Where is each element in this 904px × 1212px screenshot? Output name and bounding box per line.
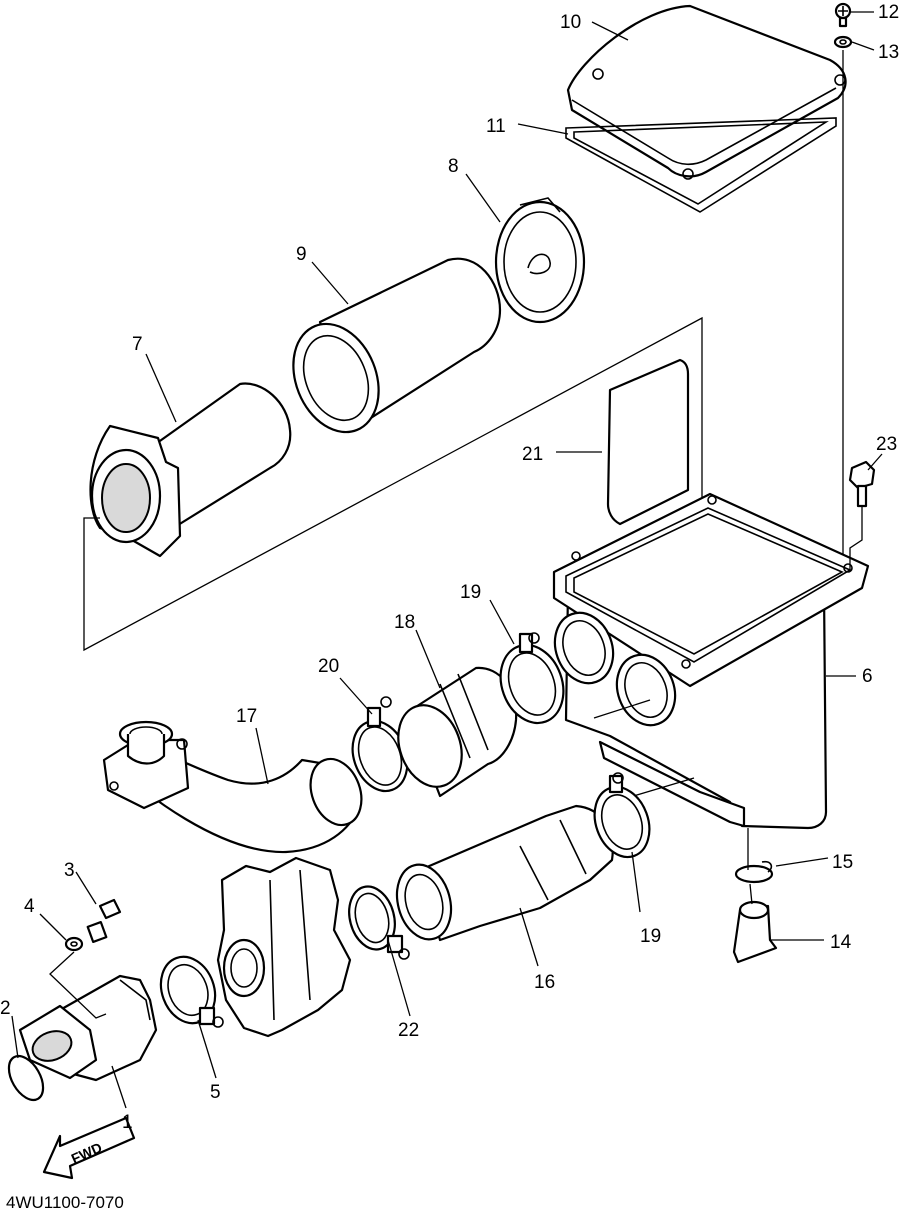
- part-8-element-cap: [494, 197, 586, 324]
- callout-19-lower: 19: [640, 926, 661, 947]
- part-14-drain-pipe: [732, 900, 778, 964]
- part-21-plate: [606, 358, 690, 526]
- callout-19-upper: 19: [460, 582, 481, 603]
- callout-4: 4: [24, 896, 35, 917]
- part-7-element-guide: [89, 382, 292, 558]
- callout-1: 1: [122, 1112, 133, 1133]
- part-19-hose-clamp-lower: [593, 772, 651, 859]
- part-10-air-box-cover: [566, 4, 847, 180]
- callout-7: 7: [132, 334, 143, 355]
- part-1-carburetor-joint: [18, 974, 158, 1082]
- part-18-joint: [397, 666, 518, 798]
- fwd-arrow-icon: FWD: [42, 1116, 136, 1180]
- callout-11: 11: [486, 116, 506, 137]
- alignment-line-bolt: [849, 506, 863, 570]
- callout-23: 23: [876, 434, 897, 455]
- callout-2: 2: [0, 998, 11, 1019]
- part-2-o-ring: [7, 1054, 45, 1102]
- callout-labels: 10 12 13 11 8 9 7 21 23 19 18 20 6 17 15…: [0, 2, 899, 1133]
- callout-13: 13: [878, 42, 899, 63]
- callout-9: 9: [296, 244, 307, 265]
- part-11-cover-gasket: [565, 117, 837, 213]
- diagram-code: 4WU1100-7070: [6, 1193, 124, 1212]
- callout-14: 14: [830, 932, 852, 953]
- callout-21: 21: [522, 444, 543, 465]
- callout-6: 6: [862, 666, 873, 687]
- part-22-hose-clamp: [348, 885, 410, 960]
- callout-12: 12: [878, 2, 899, 23]
- callout-20: 20: [318, 656, 339, 677]
- part-16-intake-joint-lower: [395, 804, 614, 942]
- part-9-air-filter-element: [292, 257, 502, 434]
- callout-15: 15: [832, 852, 853, 873]
- callout-10: 10: [560, 12, 581, 33]
- alignment-line-drain: [747, 828, 753, 905]
- callout-5: 5: [210, 1082, 221, 1103]
- part-3-screw: [86, 898, 122, 944]
- part-4-washer: [64, 936, 84, 952]
- group-bracket-filter: [83, 316, 703, 652]
- engine-block-reference: [216, 856, 352, 1038]
- part-19-hose-clamp-upper: [499, 632, 565, 725]
- callout-3: 3: [64, 860, 75, 881]
- callout-18: 18: [394, 612, 415, 633]
- callout-22: 22: [398, 1020, 419, 1041]
- part-17-intake-duct: [102, 720, 363, 854]
- leader-lines: [11, 11, 883, 1109]
- callout-8: 8: [448, 156, 459, 177]
- part-12-screw: [834, 2, 852, 28]
- part-15-clip: [734, 860, 774, 884]
- callout-16: 16: [534, 972, 555, 993]
- callout-17: 17: [236, 706, 257, 727]
- alignment-line-screw: [49, 951, 107, 1019]
- part-23-bolt: [848, 460, 876, 508]
- part-6-air-box-case: [552, 492, 870, 830]
- part-5-hose-clamp: [159, 955, 224, 1028]
- part-20-hose-clamp: [351, 696, 409, 793]
- part-13-washer: [833, 35, 853, 49]
